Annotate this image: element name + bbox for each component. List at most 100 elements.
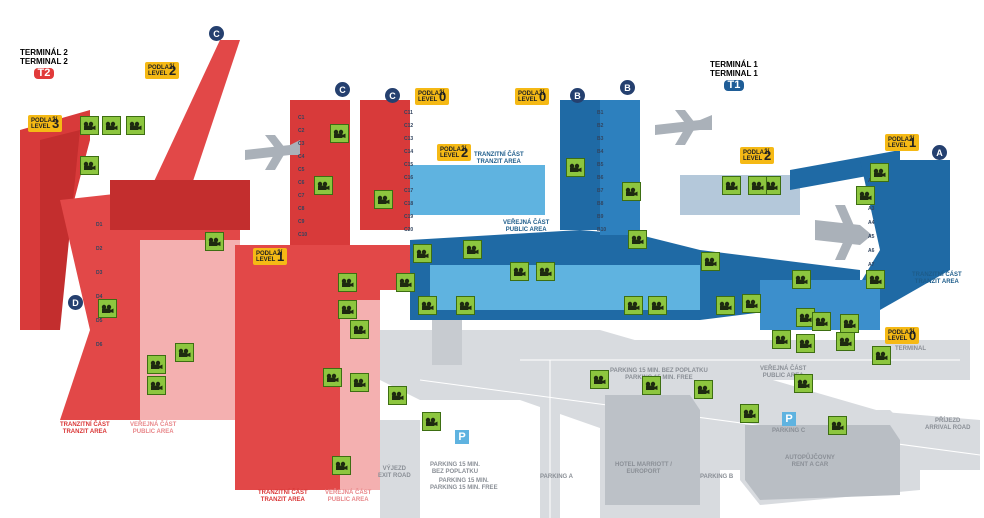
- camera-icon[interactable]: [80, 116, 99, 135]
- camera-icon[interactable]: [622, 182, 641, 201]
- parking-a-label: PARKING A: [540, 474, 573, 480]
- camera-icon[interactable]: [648, 296, 667, 315]
- camera-icon[interactable]: [748, 176, 767, 195]
- camera-icon[interactable]: [456, 296, 475, 315]
- camera-glyph-icon: [745, 299, 758, 308]
- camera-icon[interactable]: [866, 270, 885, 289]
- terminal-2-badge: T2: [33, 68, 55, 79]
- camera-icon[interactable]: [796, 334, 815, 353]
- camera-glyph-icon: [399, 278, 412, 287]
- camera-icon[interactable]: [510, 262, 529, 281]
- gate-label: C15: [404, 162, 414, 168]
- camera-icon[interactable]: [812, 312, 831, 331]
- camera-icon[interactable]: [740, 404, 759, 423]
- pier-a-marker: A: [932, 145, 947, 160]
- camera-glyph-icon: [875, 351, 888, 360]
- camera-icon[interactable]: [792, 270, 811, 289]
- camera-icon[interactable]: [694, 380, 713, 399]
- gate-label: C2: [298, 128, 305, 134]
- camera-icon[interactable]: [701, 252, 720, 271]
- camera-icon[interactable]: [102, 116, 121, 135]
- gate-label: C8: [298, 206, 305, 212]
- terminal-1-title: TERMINÁL 1 TERMINAL 1 T1: [710, 60, 758, 91]
- camera-icon[interactable]: [330, 124, 349, 143]
- camera-icon[interactable]: [772, 330, 791, 349]
- gate-label: C16: [404, 175, 414, 181]
- parking-c-label: PARKING C: [772, 428, 806, 434]
- camera-icon[interactable]: [742, 294, 761, 313]
- camera-icon[interactable]: [418, 296, 437, 315]
- camera-icon[interactable]: [338, 273, 357, 292]
- camera-icon[interactable]: [350, 373, 369, 392]
- camera-icon[interactable]: [794, 374, 813, 393]
- camera-glyph-icon: [593, 375, 606, 384]
- camera-glyph-icon: [839, 337, 852, 346]
- camera-icon[interactable]: [147, 376, 166, 395]
- camera-icon[interactable]: [338, 300, 357, 319]
- camera-icon[interactable]: [872, 346, 891, 365]
- pier-c-marker: C: [209, 26, 224, 41]
- airplane-icon: [245, 135, 300, 170]
- camera-glyph-icon: [335, 461, 348, 470]
- camera-icon[interactable]: [870, 163, 889, 182]
- camera-icon[interactable]: [350, 320, 369, 339]
- terminal-1-name-en: TERMINAL 1: [710, 69, 758, 78]
- gate-label: C1: [298, 115, 305, 121]
- camera-glyph-icon: [317, 181, 330, 190]
- camera-glyph-icon: [569, 163, 582, 172]
- camera-icon[interactable]: [205, 232, 224, 251]
- camera-icon[interactable]: [396, 273, 415, 292]
- pier-d-marker: D: [68, 295, 83, 310]
- camera-icon[interactable]: [413, 244, 432, 263]
- parking-tower: [432, 320, 462, 365]
- terminal-1-building: [410, 100, 950, 330]
- pier-b-marker: B: [570, 88, 585, 103]
- terminal-1-name-cz: TERMINÁL 1: [710, 60, 758, 69]
- camera-glyph-icon: [129, 121, 142, 130]
- camera-glyph-icon: [178, 348, 191, 357]
- camera-icon[interactable]: [716, 296, 735, 315]
- camera-icon[interactable]: [332, 456, 351, 475]
- camera-icon[interactable]: [590, 370, 609, 389]
- camera-icon[interactable]: [323, 368, 342, 387]
- camera-glyph-icon: [353, 325, 366, 334]
- camera-icon[interactable]: [642, 376, 661, 395]
- camera-glyph-icon: [869, 275, 882, 284]
- camera-icon[interactable]: [388, 386, 407, 405]
- camera-glyph-icon: [391, 391, 404, 400]
- camera-icon[interactable]: [840, 314, 859, 333]
- camera-icon[interactable]: [828, 416, 847, 435]
- camera-icon[interactable]: [126, 116, 145, 135]
- camera-icon[interactable]: [98, 299, 117, 318]
- camera-icon[interactable]: [80, 156, 99, 175]
- gate-label: B2: [597, 123, 604, 129]
- camera-glyph-icon: [799, 313, 812, 322]
- camera-icon[interactable]: [836, 332, 855, 351]
- camera-icon[interactable]: [147, 355, 166, 374]
- gate-label: C19: [404, 214, 414, 220]
- camera-glyph-icon: [751, 181, 764, 190]
- pier-c-marker: C: [385, 88, 400, 103]
- gate-label: C7: [298, 193, 305, 199]
- camera-icon[interactable]: [624, 296, 643, 315]
- camera-icon[interactable]: [722, 176, 741, 195]
- gate-label: A5: [868, 234, 875, 240]
- camera-icon[interactable]: [628, 230, 647, 249]
- camera-icon[interactable]: [422, 412, 441, 431]
- camera-icon[interactable]: [856, 186, 875, 205]
- hotel-building: [605, 395, 700, 505]
- camera-icon[interactable]: [463, 240, 482, 259]
- camera-icon[interactable]: [175, 343, 194, 362]
- camera-icon[interactable]: [314, 176, 333, 195]
- camera-icon[interactable]: [374, 190, 393, 209]
- camera-icon[interactable]: [536, 262, 555, 281]
- gate-label: C6: [298, 180, 305, 186]
- camera-icon[interactable]: [566, 158, 585, 177]
